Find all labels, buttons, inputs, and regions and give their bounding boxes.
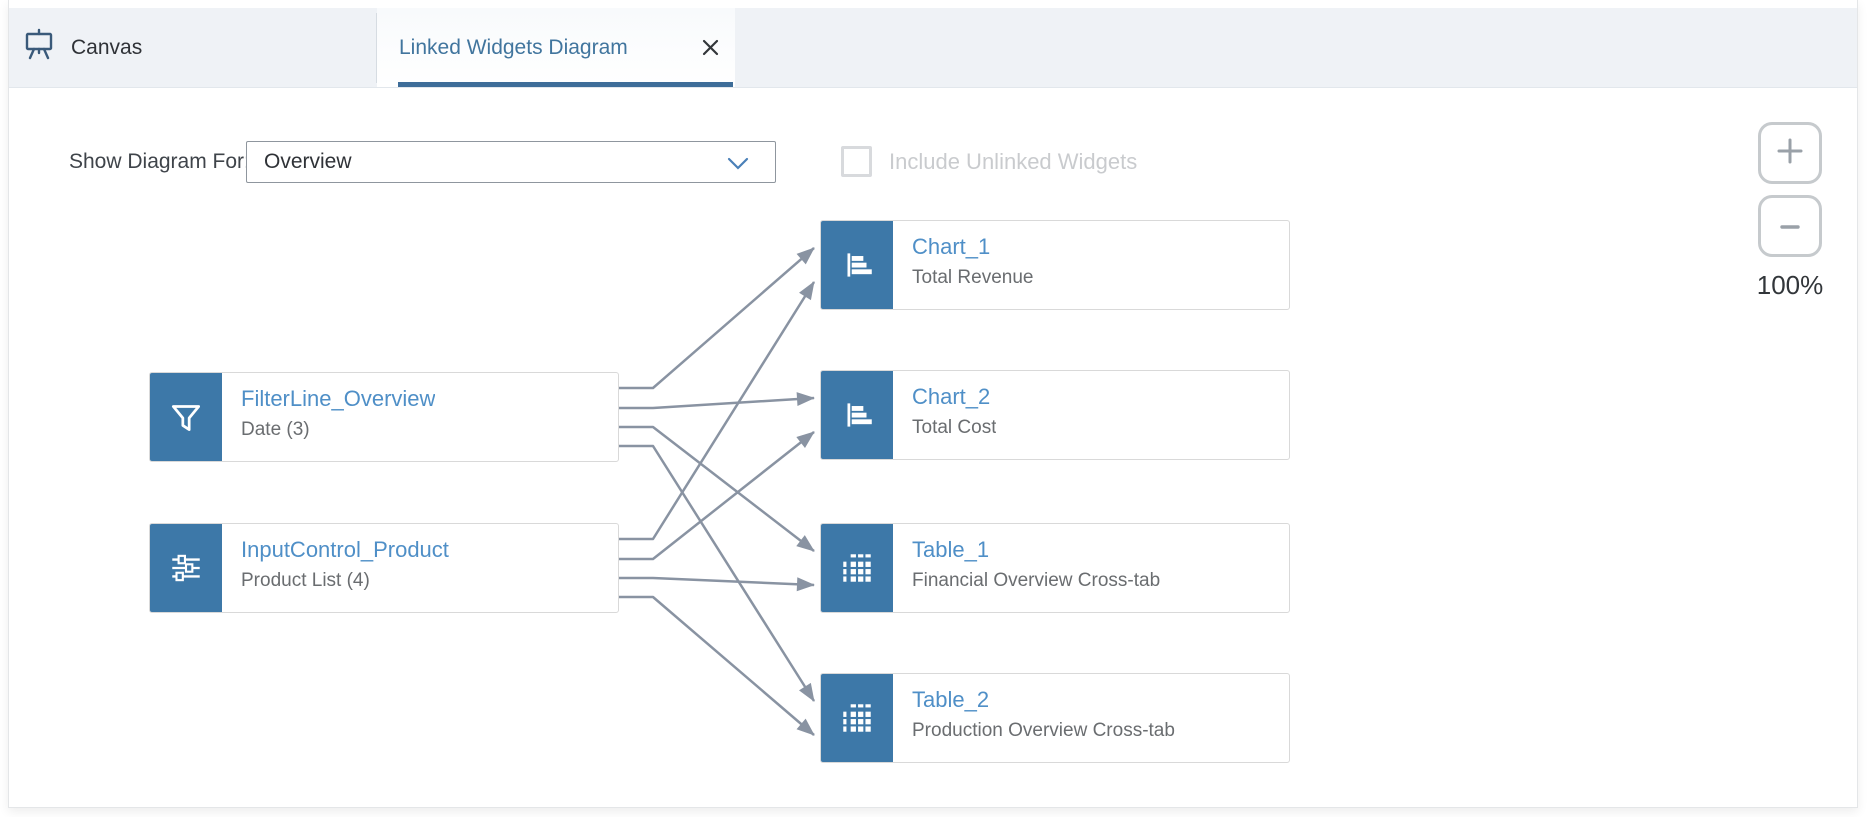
minus-icon	[1779, 217, 1801, 235]
node-chart-1[interactable]: Chart_1 Total Revenue	[820, 220, 1290, 310]
node-title-link[interactable]: Chart_2	[912, 384, 991, 409]
sliders-icon	[150, 524, 222, 612]
active-tab-underline	[398, 82, 733, 87]
show-diagram-for-label: Show Diagram For:	[69, 150, 250, 173]
node-table-2[interactable]: Table_2 Production Overview Cross-tab	[820, 673, 1290, 763]
close-icon[interactable]	[695, 33, 725, 63]
node-title-link[interactable]: FilterLine_Overview	[241, 386, 436, 411]
node-subtitle: Production Overview Cross-tab	[912, 720, 1175, 741]
node-text: Table_2 Production Overview Cross-tab	[893, 674, 1175, 762]
linked-widgets-panel: Canvas Linked Widgets Diagram Show Diagr…	[8, 0, 1858, 808]
bar-chart-icon	[821, 371, 893, 459]
zoom-level: 100%	[1756, 270, 1824, 300]
dropdown-selected-value: Overview	[264, 150, 352, 173]
tab-linked-widgets-diagram-label: Linked Widgets Diagram	[399, 35, 628, 59]
node-title-link[interactable]: Table_2	[912, 687, 990, 712]
node-title-link[interactable]: InputControl_Product	[241, 537, 449, 562]
filter-icon	[150, 373, 222, 461]
node-inputcontrol-product[interactable]: InputControl_Product Product List (4)	[149, 523, 619, 613]
node-title-link[interactable]: Table_1	[912, 537, 990, 562]
zoom-in-button[interactable]	[1758, 122, 1822, 184]
node-subtitle: Total Cost	[912, 417, 997, 438]
node-text: FilterLine_Overview Date (3)	[222, 373, 435, 461]
node-text: Table_1 Financial Overview Cross-tab	[893, 524, 1160, 612]
easel-icon	[22, 27, 56, 68]
node-text: Chart_2 Total Cost	[893, 371, 996, 459]
include-unlinked-widgets-label: Include Unlinked Widgets	[889, 149, 1138, 174]
node-text: InputControl_Product Product List (4)	[222, 524, 449, 612]
node-subtitle: Product List (4)	[241, 570, 370, 591]
node-table-1[interactable]: Table_1 Financial Overview Cross-tab	[820, 523, 1290, 613]
table-icon	[821, 524, 893, 612]
tab-divider	[376, 13, 377, 83]
tab-bar: Canvas Linked Widgets Diagram	[9, 8, 1857, 88]
include-unlinked-widgets-checkbox[interactable]	[841, 146, 872, 177]
tab-canvas-label: Canvas	[71, 35, 143, 59]
zoom-out-button[interactable]	[1758, 195, 1822, 257]
node-chart-2[interactable]: Chart_2 Total Cost	[820, 370, 1290, 460]
tab-linked-widgets-diagram[interactable]: Linked Widgets Diagram	[377, 8, 735, 87]
tab-canvas[interactable]: Canvas	[9, 8, 376, 87]
table-icon	[821, 674, 893, 762]
bar-chart-icon	[821, 221, 893, 309]
plus-icon	[1776, 137, 1804, 170]
node-subtitle: Date (3)	[241, 419, 310, 440]
show-diagram-for-dropdown[interactable]: Overview	[246, 141, 776, 183]
node-text: Chart_1 Total Revenue	[893, 221, 1033, 309]
chevron-down-icon	[727, 157, 749, 175]
node-subtitle: Total Revenue	[912, 267, 1034, 288]
node-filterline-overview[interactable]: FilterLine_Overview Date (3)	[149, 372, 619, 462]
node-subtitle: Financial Overview Cross-tab	[912, 570, 1161, 591]
node-title-link[interactable]: Chart_1	[912, 234, 991, 259]
